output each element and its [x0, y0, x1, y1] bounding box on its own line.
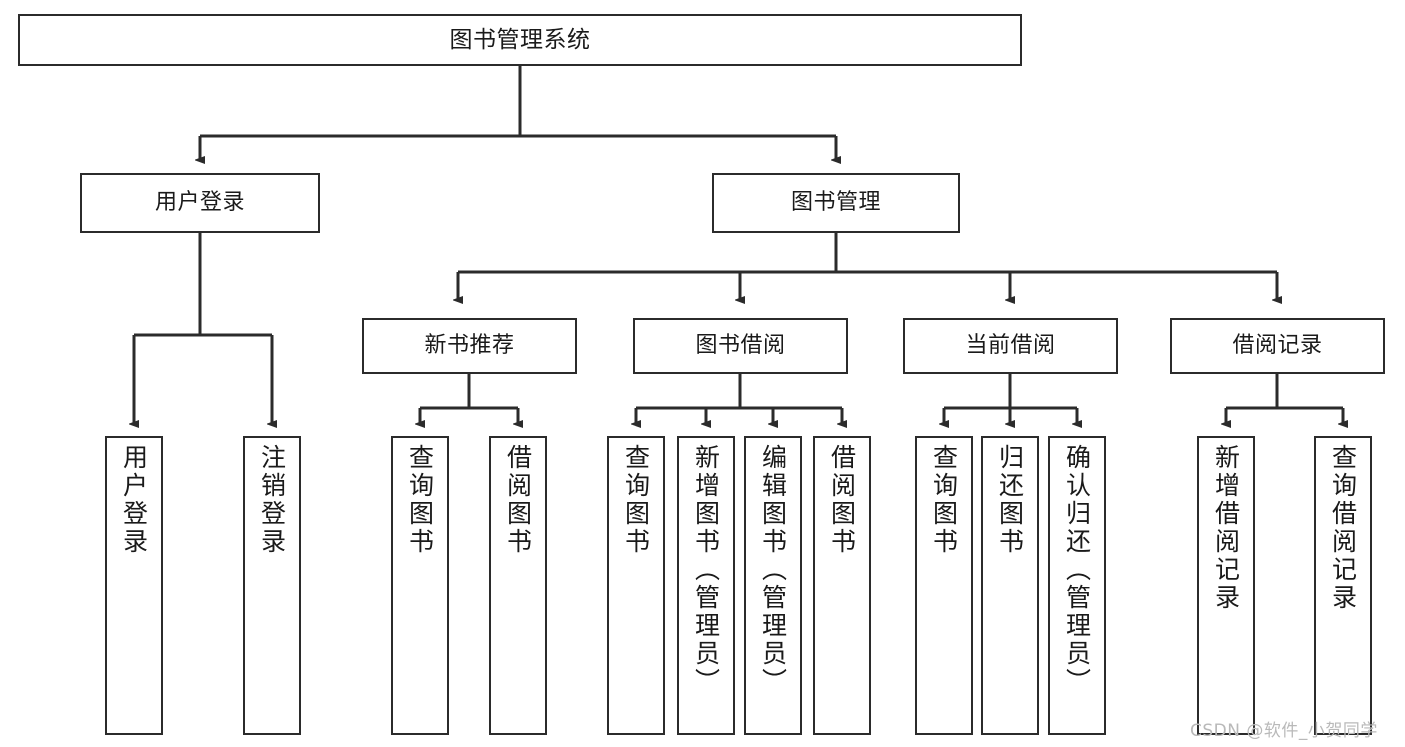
leaf-borrow-borrow-books[interactable]: 借阅图书 — [813, 436, 871, 735]
node-user-login[interactable]: 用户登录 — [80, 173, 320, 233]
node-book-borrowing[interactable]: 图书借阅 — [633, 318, 848, 374]
node-label: 当前借阅 — [965, 333, 1056, 359]
leaf-user-login-login[interactable]: 用户登录 — [105, 436, 163, 735]
node-new-book-recommendation[interactable]: 新书推荐 — [362, 318, 577, 374]
leaf-current-return-books[interactable]: 归还图书 — [981, 436, 1039, 735]
node-label: 查询图书 — [929, 444, 959, 556]
node-label: 新增图书（管理员） — [691, 444, 721, 696]
node-label: 借阅图书 — [503, 444, 533, 556]
node-root-book-management-system[interactable]: 图书管理系统 — [18, 14, 1022, 66]
watermark-text: CSDN @软件_小贺同学 — [1190, 721, 1378, 741]
node-label: 借阅记录 — [1232, 333, 1323, 359]
node-current-borrowing[interactable]: 当前借阅 — [903, 318, 1118, 374]
node-label: 新书推荐 — [424, 333, 515, 359]
node-label: 新增借阅记录 — [1211, 444, 1241, 612]
node-label: 图书借阅 — [695, 333, 786, 359]
leaf-borrow-query-books[interactable]: 查询图书 — [607, 436, 665, 735]
node-label: 编辑图书（管理员） — [758, 444, 788, 696]
node-label: 用户登录 — [154, 190, 245, 216]
leaf-current-confirm-return-admin[interactable]: 确认归还（管理员） — [1048, 436, 1106, 735]
leaf-recommend-borrow-books[interactable]: 借阅图书 — [489, 436, 547, 735]
node-label: 查询图书 — [405, 444, 435, 556]
node-label: 查询借阅记录 — [1328, 444, 1358, 612]
node-label: 注销登录 — [257, 444, 287, 556]
node-label: 查询图书 — [621, 444, 651, 556]
node-label: 借阅图书 — [827, 444, 857, 556]
leaf-borrow-add-book-admin[interactable]: 新增图书（管理员） — [677, 436, 735, 735]
node-book-management[interactable]: 图书管理 — [712, 173, 960, 233]
leaf-user-login-logout[interactable]: 注销登录 — [243, 436, 301, 735]
leaf-borrow-edit-book-admin[interactable]: 编辑图书（管理员） — [744, 436, 802, 735]
leaf-current-query-books[interactable]: 查询图书 — [915, 436, 973, 735]
node-label: 图书管理系统 — [449, 26, 591, 53]
node-label: 图书管理 — [790, 190, 881, 216]
leaf-recommend-query-books[interactable]: 查询图书 — [391, 436, 449, 735]
node-label: 确认归还（管理员） — [1062, 444, 1092, 696]
leaf-records-query-record[interactable]: 查询借阅记录 — [1314, 436, 1372, 735]
leaf-records-add-record[interactable]: 新增借阅记录 — [1197, 436, 1255, 735]
node-label: 归还图书 — [995, 444, 1025, 556]
node-borrowing-records[interactable]: 借阅记录 — [1170, 318, 1385, 374]
node-label: 用户登录 — [119, 444, 149, 556]
